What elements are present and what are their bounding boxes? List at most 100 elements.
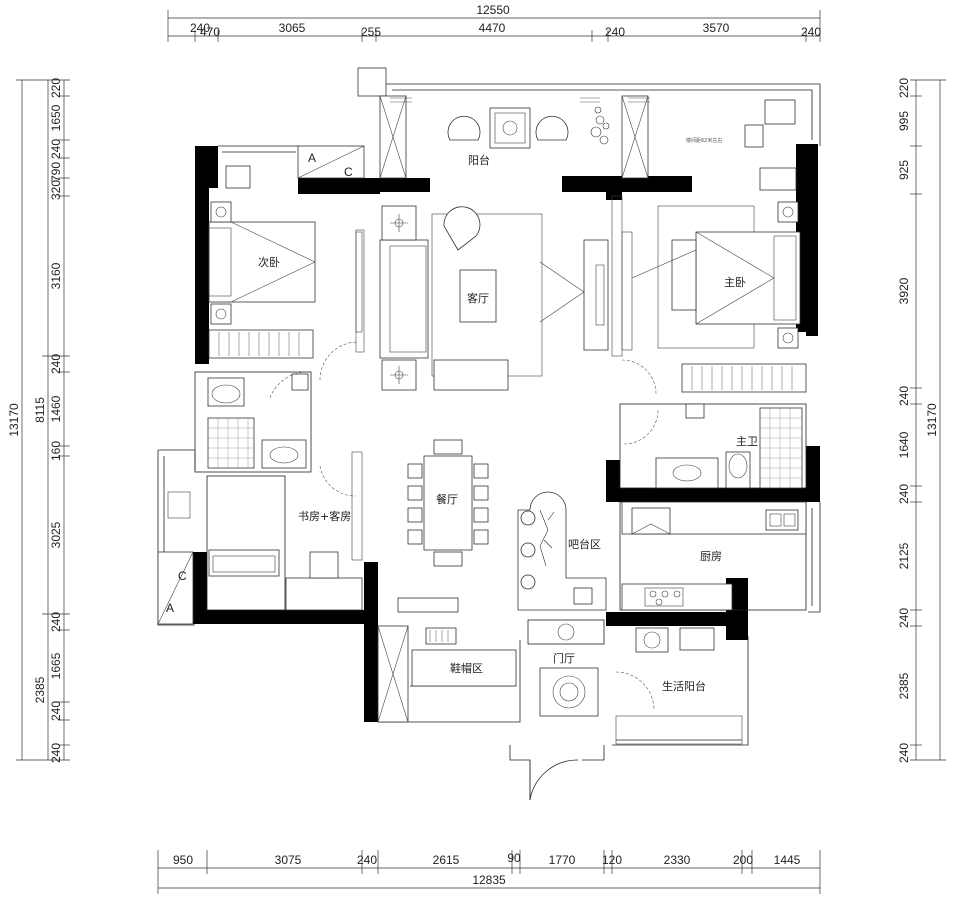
right-dim: 995 xyxy=(897,111,911,131)
room-label-second-bedroom: 次卧 xyxy=(258,255,280,269)
toilet xyxy=(207,377,245,407)
bottom-dim: 90 xyxy=(507,851,521,865)
distance-note: 楼间距62米左右 xyxy=(686,137,722,144)
right-dimension-lines: 220 995 925 3920 240 1640 240 2125 240 2… xyxy=(897,78,946,763)
bottom-total-dim: 12835 xyxy=(472,873,506,887)
entry-mat xyxy=(539,667,599,717)
bar-stool xyxy=(520,542,536,558)
armchair-right xyxy=(535,115,569,141)
desk xyxy=(764,99,796,125)
left-dim: 240 xyxy=(49,701,63,721)
master-bedroom: 主卧 xyxy=(611,195,807,395)
right-dim: 240 xyxy=(897,608,911,628)
nightstand xyxy=(777,327,799,349)
fridge xyxy=(631,507,671,535)
nightstand xyxy=(777,201,799,223)
bar-stool xyxy=(520,510,536,526)
desk xyxy=(285,577,363,611)
balcony-room: 楼间距62米左右 阳台 xyxy=(379,95,797,191)
desk-chair xyxy=(744,124,764,148)
armchair-left xyxy=(447,115,481,141)
ac-marker-top: A C xyxy=(297,145,365,179)
right-total-dim: 13170 xyxy=(925,403,939,437)
right-dim: 240 xyxy=(897,743,911,763)
left-mid-dim: 2385 xyxy=(33,676,47,703)
left-dim: 1460 xyxy=(49,395,63,422)
bottom-dim: 1770 xyxy=(549,853,576,867)
plant-icon xyxy=(590,106,610,145)
dining-table xyxy=(423,455,473,551)
top-dim: 470 xyxy=(200,25,220,39)
ac-marker-left: C A xyxy=(157,551,194,625)
bottom-dim: 3075 xyxy=(275,853,302,867)
wash-basin xyxy=(261,439,307,469)
bench xyxy=(411,649,517,687)
room-label-foyer: 门厅 xyxy=(553,651,575,665)
left-dim: 240 xyxy=(49,139,63,159)
left-dim: 790 xyxy=(49,162,63,182)
master-bathroom: 主卫 xyxy=(619,403,807,489)
bottom-dim: 950 xyxy=(173,853,193,867)
wardrobe xyxy=(681,363,807,393)
room-label-living-room: 客厅 xyxy=(467,291,489,305)
laundry-sink xyxy=(679,627,715,651)
desk-chair xyxy=(309,551,339,579)
washing-machine xyxy=(635,627,669,653)
lounge-chair xyxy=(443,206,481,251)
top-dim: 3570 xyxy=(703,21,730,35)
walls xyxy=(193,144,820,722)
bar-stool xyxy=(520,574,536,590)
top-dimension-lines: 12550 240 470 3065 255 4470 240 3570 240 xyxy=(167,3,821,42)
left-dim: 3160 xyxy=(49,262,63,289)
foyer: 门厅 xyxy=(527,619,605,717)
utility-balcony: 生活阳台 xyxy=(615,627,743,745)
right-dim: 3920 xyxy=(897,277,911,304)
room-label-shoe-area: 鞋帽区 xyxy=(450,661,483,675)
wash-basin xyxy=(655,457,719,489)
left-dim: 3025 xyxy=(49,521,63,548)
shower xyxy=(207,417,255,469)
marker-c-left: C xyxy=(178,569,187,583)
left-dim: 240 xyxy=(49,612,63,632)
top-dim: 240 xyxy=(801,25,821,39)
sideboard xyxy=(397,597,459,613)
second-bedroom: 次卧 xyxy=(208,165,363,381)
side-table xyxy=(381,359,417,391)
dining-room: 餐厅 xyxy=(397,439,489,613)
kitchen: 厨房 xyxy=(619,501,807,611)
bed xyxy=(695,231,801,325)
room-label-study: 书房+客房 xyxy=(298,509,351,523)
bottom-dimension-lines: 950 3075 240 2615 90 1770 120 2330 200 1… xyxy=(157,850,821,894)
top-total-dim: 12550 xyxy=(476,3,510,17)
coffee-table xyxy=(459,269,497,323)
nightstand xyxy=(210,201,232,223)
room-label-master-bedroom: 主卧 xyxy=(724,276,746,289)
left-dim: 240 xyxy=(49,354,63,374)
top-dim: 240 xyxy=(190,21,210,35)
bench xyxy=(671,239,697,311)
left-dim: 160 xyxy=(49,441,63,461)
left-dim: 1650 xyxy=(49,104,63,131)
left-mid-dim: 8115 xyxy=(33,397,47,423)
top-dim: 3065 xyxy=(279,21,306,35)
room-label-dining: 餐厅 xyxy=(436,492,458,506)
top-dim: 4470 xyxy=(479,21,506,35)
tv-bench xyxy=(433,359,509,391)
bottom-dim: 240 xyxy=(357,853,377,867)
right-dim: 240 xyxy=(897,386,911,406)
room-label-bar: 吧台区 xyxy=(568,537,601,551)
nightstand xyxy=(210,303,232,325)
right-dim: 220 xyxy=(897,78,911,98)
bar-area: 吧台区 xyxy=(517,491,607,611)
right-dim: 1640 xyxy=(897,431,911,458)
shoe-area: 鞋帽区 xyxy=(377,625,517,723)
wardrobe xyxy=(208,329,314,359)
shoe-rack xyxy=(425,627,457,645)
room-label-kitchen: 厨房 xyxy=(700,550,722,563)
outline xyxy=(157,67,821,801)
study-room: 书房+客房 xyxy=(167,451,363,611)
right-dim: 2125 xyxy=(897,542,911,569)
right-dim: 2385 xyxy=(897,672,911,699)
bed xyxy=(208,221,316,303)
guest-bathroom xyxy=(194,371,357,497)
